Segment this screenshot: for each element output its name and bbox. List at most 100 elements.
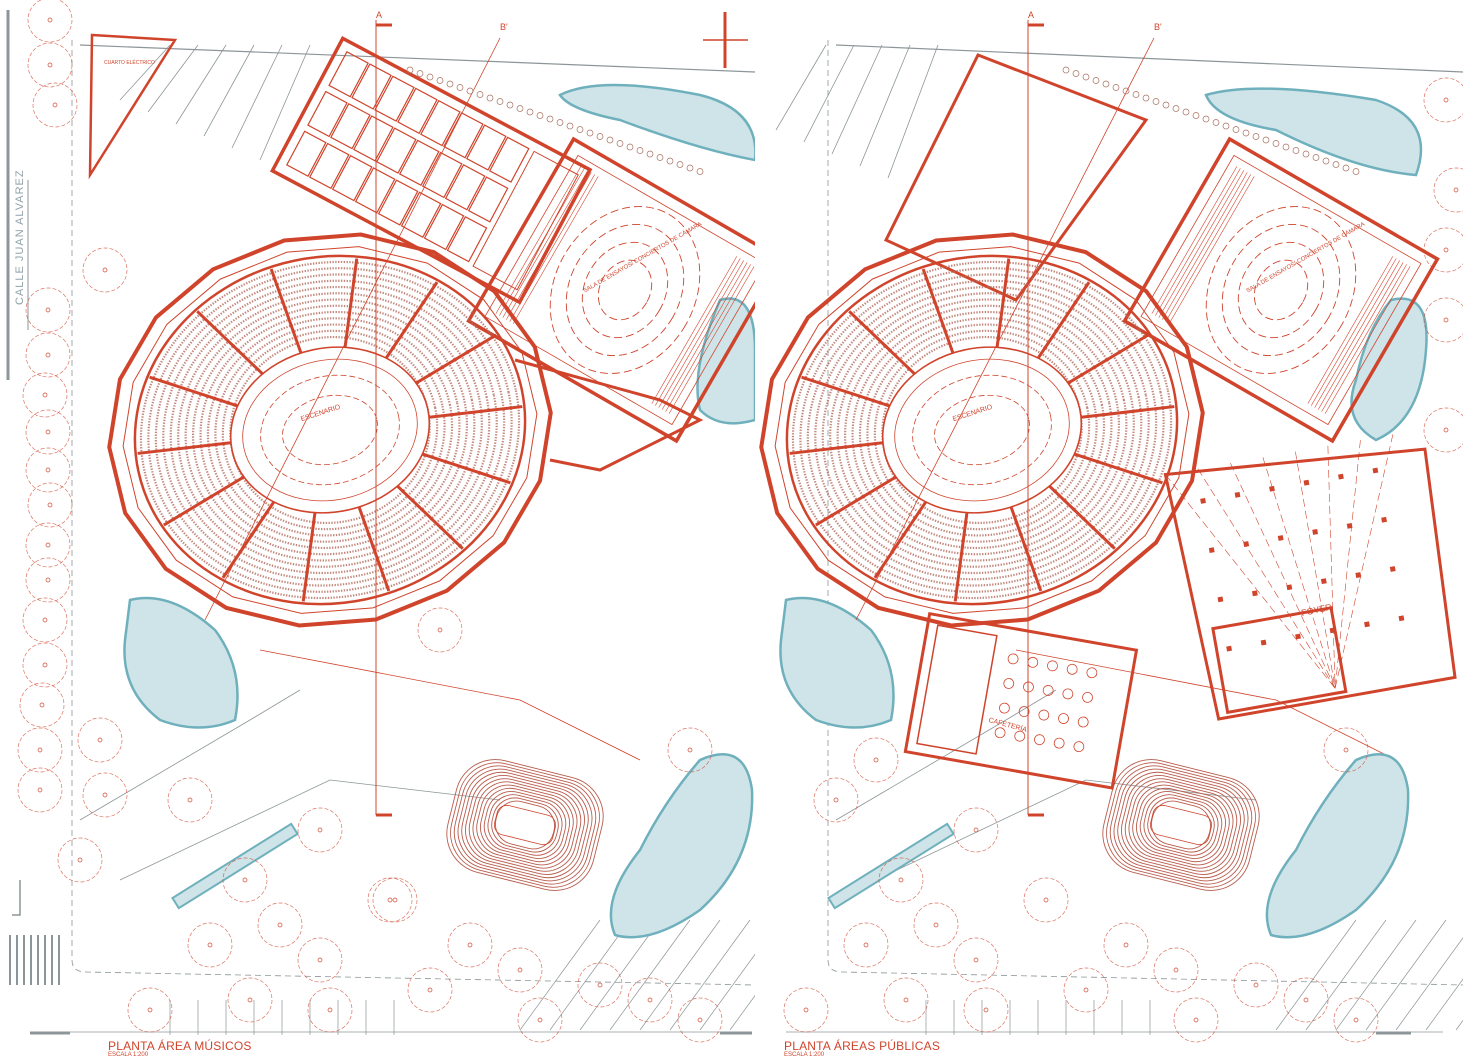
column <box>1226 645 1232 652</box>
tree <box>22 642 68 688</box>
tree-trunk <box>898 877 904 883</box>
cafe-table <box>994 727 1006 739</box>
tree <box>843 922 889 968</box>
parking-stall <box>1425 978 1463 1031</box>
aisle <box>394 483 464 550</box>
tree-trunk <box>47 502 53 508</box>
column <box>1338 473 1344 480</box>
cafe-table <box>1066 663 1078 675</box>
tree <box>1423 407 1463 453</box>
column <box>1269 485 1275 492</box>
cafeteria-building <box>903 611 1139 790</box>
aisle <box>301 510 317 602</box>
cafe-table <box>1034 734 1045 746</box>
aisle <box>921 268 956 356</box>
arena-inner-wall <box>122 246 538 614</box>
dressing-room <box>421 151 463 199</box>
hall-seating <box>1310 258 1397 406</box>
shrub <box>1072 70 1080 77</box>
walkway <box>835 689 1057 821</box>
terrace-step <box>1143 794 1219 856</box>
aisle <box>137 440 234 455</box>
terrace-step <box>487 794 563 856</box>
shrub <box>1342 164 1350 172</box>
parking-stall <box>119 44 171 101</box>
tree-trunk <box>47 62 53 68</box>
parking-stall <box>669 919 751 1031</box>
hall-ring <box>1253 259 1309 321</box>
dressing-room <box>353 115 394 162</box>
terrace-step <box>1132 784 1230 866</box>
seat-row <box>821 285 1143 575</box>
tree <box>963 987 1009 1033</box>
aisle <box>163 474 247 527</box>
tree <box>22 372 68 418</box>
musicians-building <box>269 35 593 305</box>
column <box>1277 535 1284 541</box>
electrical-room-label: CUARTO ELÉCTRICO <box>104 60 155 66</box>
terrace-step <box>1102 759 1260 891</box>
parking-stall <box>1455 1019 1463 1031</box>
property-line <box>71 40 755 986</box>
tree-trunk <box>45 577 51 583</box>
tree <box>17 767 63 813</box>
column <box>1364 621 1370 628</box>
hall-seating <box>658 260 744 408</box>
terrace-step <box>468 778 582 872</box>
rehearsal-hall <box>466 136 755 444</box>
stage-ring <box>934 394 1030 466</box>
tree-trunk <box>45 429 51 435</box>
seat-row <box>214 323 446 537</box>
parking-stall <box>203 44 255 137</box>
tree-trunk <box>437 627 443 633</box>
aisle <box>419 452 511 485</box>
foyer-grid <box>1334 440 1361 689</box>
tree <box>1433 167 1463 213</box>
seat-row <box>191 304 469 556</box>
shrub <box>646 150 654 158</box>
column <box>1200 498 1206 504</box>
tree-trunk <box>47 17 53 23</box>
tree <box>257 902 303 948</box>
tree <box>25 557 71 603</box>
shrub <box>586 129 594 137</box>
shrub <box>1252 133 1260 140</box>
tree-trunk <box>387 897 393 903</box>
tree-trunk <box>697 1017 703 1023</box>
hall-seating <box>1162 172 1248 320</box>
cafe-table <box>1053 737 1065 749</box>
parking-stall <box>1335 919 1417 1031</box>
tree <box>1423 77 1463 123</box>
section-a-marker: A <box>1028 10 1035 20</box>
foyer-grid <box>1327 445 1336 689</box>
hall-inner <box>484 154 755 426</box>
shrub <box>596 133 604 140</box>
foyer-grid <box>1295 451 1336 689</box>
parking-stall <box>831 44 883 155</box>
hall-seating <box>509 174 596 322</box>
column <box>1346 522 1353 529</box>
column <box>1389 566 1396 572</box>
tree-trunk <box>1443 247 1449 253</box>
stage-ring <box>912 374 1052 486</box>
hall-seating <box>1317 262 1404 410</box>
hall-seating <box>1158 170 1245 318</box>
cafe-table <box>1047 660 1058 672</box>
hall-seating <box>495 166 582 314</box>
plan-scale: ESCALA 1:200 <box>108 1052 149 1058</box>
shrub <box>666 157 674 165</box>
column <box>1217 596 1224 603</box>
arena-inner-wall <box>774 246 1190 614</box>
seat-row <box>843 304 1121 556</box>
seat-row <box>169 285 491 575</box>
aisle <box>269 268 304 356</box>
seat-row <box>858 317 1106 543</box>
dressing-room <box>354 167 396 214</box>
parking-stall <box>259 44 311 161</box>
seat-row <box>199 310 461 550</box>
tree <box>497 947 543 993</box>
hall-seating <box>1307 256 1394 404</box>
aisle <box>801 375 893 408</box>
tree-trunk <box>52 102 58 108</box>
aisle <box>1065 333 1149 386</box>
